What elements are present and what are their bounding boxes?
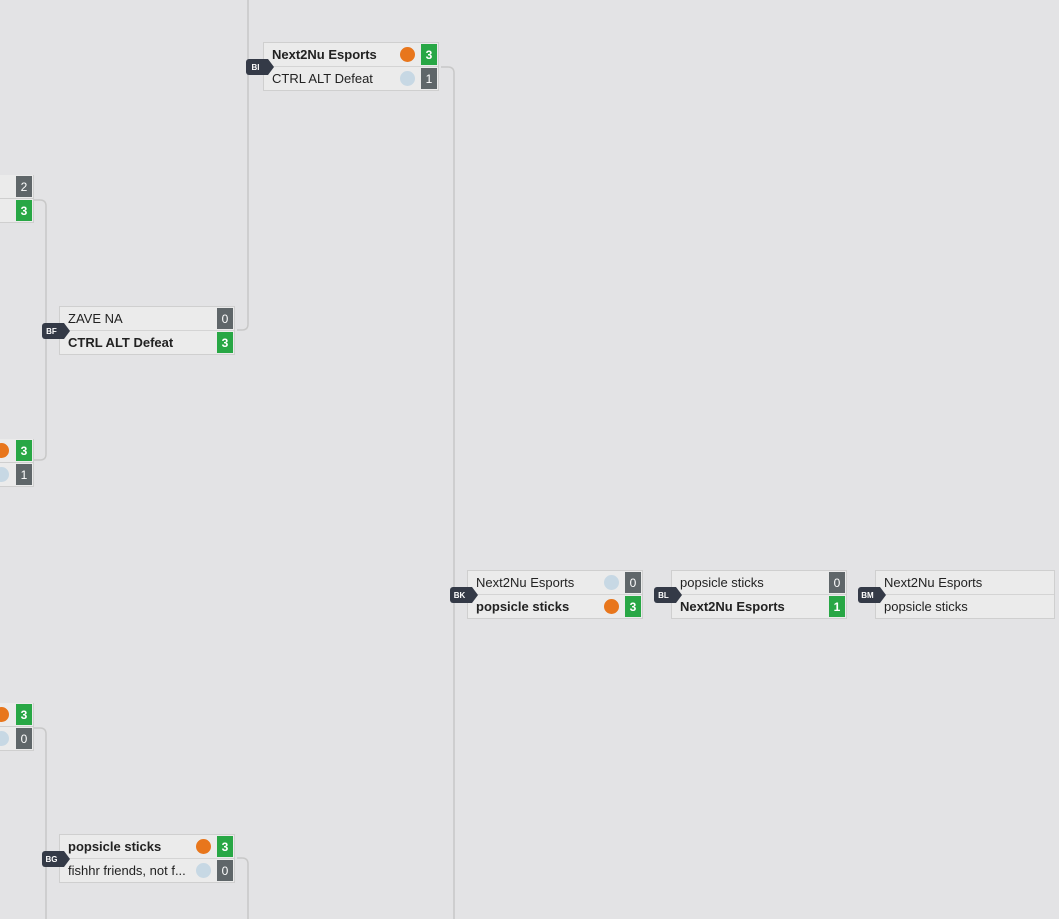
match-team-row[interactable]: Next2Nu Esports 3 <box>264 43 438 67</box>
match-BM[interactable]: BM Next2Nu Esports popsicle sticks <box>858 570 1055 619</box>
partial-match-row[interactable]: 2 <box>0 175 34 199</box>
score-badge: 1 <box>829 596 845 617</box>
score-badge: 3 <box>16 440 32 461</box>
match-team-row[interactable]: CTRL ALT Defeat 1 <box>264 67 438 90</box>
team-name: popsicle sticks <box>884 599 968 614</box>
team-color-dot-icon <box>0 707 9 722</box>
match-code-badge: BF <box>42 323 70 339</box>
team-name: Next2Nu Esports <box>272 47 377 62</box>
match-team-row[interactable]: popsicle sticks 0 <box>672 571 846 595</box>
score-badge: 0 <box>625 572 641 593</box>
match-team-row[interactable]: Next2Nu Esports <box>876 571 1054 595</box>
team-name: CTRL ALT Defeat <box>68 335 174 350</box>
match-BL[interactable]: BL popsicle sticks 0 Next2Nu Esports 1 <box>654 570 847 619</box>
partial-match-row[interactable]: 1 <box>0 463 34 487</box>
score-badge: 1 <box>16 464 32 485</box>
team-name: popsicle sticks <box>680 575 764 590</box>
score-badge: 0 <box>217 860 233 881</box>
team-color-dot-icon <box>0 467 9 482</box>
partial-match-row[interactable]: 3 <box>0 703 34 727</box>
team-name: Next2Nu Esports <box>884 575 983 590</box>
team-name: CTRL ALT Defeat <box>272 71 373 86</box>
match-code-badge: BL <box>654 587 682 603</box>
match-team-row[interactable]: fishhr friends, not f... 0 <box>60 859 234 882</box>
match-team-row[interactable]: CTRL ALT Defeat 3 <box>60 331 234 354</box>
score-badge: 0 <box>217 308 233 329</box>
team-color-dot-icon <box>0 443 9 458</box>
match-BI[interactable]: BI Next2Nu Esports 3 CTRL ALT Defeat 1 <box>246 42 439 91</box>
score-badge: 3 <box>217 332 233 353</box>
score-badge: 3 <box>16 200 32 221</box>
score-badge: 0 <box>829 572 845 593</box>
match-team-row[interactable]: Next2Nu Esports 1 <box>672 595 846 618</box>
partial-match-row[interactable]: 3 <box>0 439 34 463</box>
team-color-dot-icon <box>196 863 211 878</box>
partial-match-row[interactable]: 0 <box>0 727 34 751</box>
match-team-row[interactable]: popsicle sticks 3 <box>468 595 642 618</box>
team-color-dot-icon <box>604 575 619 590</box>
match-code-badge: BI <box>246 59 274 75</box>
score-badge: 1 <box>421 68 437 89</box>
score-badge: 3 <box>421 44 437 65</box>
team-color-dot-icon <box>604 599 619 614</box>
score-badge: 3 <box>625 596 641 617</box>
team-name: popsicle sticks <box>476 599 570 614</box>
partial-match-row[interactable]: 3 <box>0 199 34 223</box>
match-BK[interactable]: BK Next2Nu Esports 0 popsicle sticks 3 <box>450 570 643 619</box>
team-name: fishhr friends, not f... <box>68 863 186 878</box>
team-color-dot-icon <box>400 71 415 86</box>
match-code-badge: BM <box>858 587 886 603</box>
match-team-row[interactable]: popsicle sticks <box>876 595 1054 618</box>
team-name: ZAVE NA <box>68 311 123 326</box>
team-color-dot-icon <box>0 731 9 746</box>
team-name: popsicle sticks <box>68 839 162 854</box>
score-badge: 2 <box>16 176 32 197</box>
team-name: Next2Nu Esports <box>476 575 575 590</box>
match-code-badge: BK <box>450 587 478 603</box>
match-code-badge: BG <box>42 851 70 867</box>
score-badge: 3 <box>16 704 32 725</box>
match-BF[interactable]: BF ZAVE NA 0 CTRL ALT Defeat 3 <box>42 306 235 355</box>
score-badge: 0 <box>16 728 32 749</box>
team-color-dot-icon <box>400 47 415 62</box>
match-team-row[interactable]: Next2Nu Esports 0 <box>468 571 642 595</box>
match-team-row[interactable]: popsicle sticks 3 <box>60 835 234 859</box>
match-team-row[interactable]: ZAVE NA 0 <box>60 307 234 331</box>
match-BG[interactable]: BG popsicle sticks 3 fishhr friends, not… <box>42 834 235 883</box>
score-badge: 3 <box>217 836 233 857</box>
team-color-dot-icon <box>196 839 211 854</box>
team-name: Next2Nu Esports <box>680 599 785 614</box>
